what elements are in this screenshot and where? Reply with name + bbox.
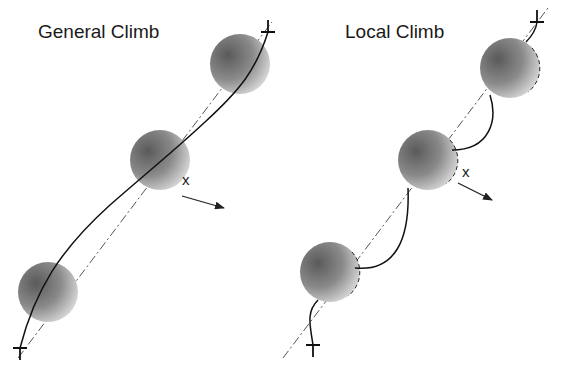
dislocation-line	[20, 32, 268, 348]
dislocation-symbol	[530, 10, 544, 22]
panel-title: General Climb	[38, 22, 159, 41]
precipitate	[480, 38, 540, 98]
axis-label: x	[462, 164, 470, 179]
glide-plane	[18, 22, 272, 358]
dislocation-symbol	[306, 345, 320, 357]
dislocation-symbol	[261, 20, 275, 32]
direction-arrow	[182, 196, 224, 208]
glide-plane	[283, 8, 548, 358]
precipitate	[130, 130, 190, 190]
panel-title: Local Climb	[345, 22, 444, 41]
precipitate	[18, 262, 78, 322]
precipitate	[398, 130, 458, 190]
precipitate	[300, 242, 360, 302]
direction-arrow	[458, 183, 492, 200]
dislocation-symbol	[13, 348, 27, 360]
dislocation-line	[310, 22, 537, 345]
dashed-interface	[528, 48, 540, 92]
axis-label: x	[182, 172, 190, 187]
dashed-interface	[348, 252, 360, 296]
dashed-interface	[446, 140, 458, 184]
